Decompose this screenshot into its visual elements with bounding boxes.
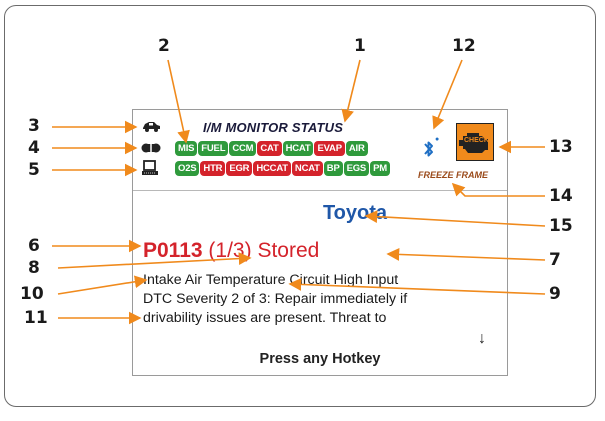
callout-arrow-15 (364, 210, 546, 227)
callout-7: 7 (549, 250, 561, 270)
description-line: DTC Severity 2 of 3: Repair immediately … (143, 291, 408, 307)
monitor-chip-o2s: O2S (175, 161, 200, 176)
callout-15: 15 (549, 216, 573, 236)
dtc-status: Stored (257, 239, 320, 262)
callout-arrow-2 (167, 59, 190, 144)
diagram-frame (4, 5, 596, 407)
callout-3: 3 (28, 116, 40, 136)
monitor-chip-pm: PM (370, 161, 390, 176)
monitor-status-title: I/M MONITOR STATUS (203, 120, 344, 135)
callout-arrow-12 (432, 59, 463, 130)
scroll-down-icon[interactable]: ↓ (478, 330, 486, 347)
callout-arrow-10 (57, 275, 148, 295)
dtc-code: P0113 (143, 239, 203, 262)
callout-14: 14 (549, 186, 573, 206)
monitor-chip-ccm: CCM (229, 141, 257, 156)
check-engine-icon (459, 133, 488, 153)
monitor-chip-hccat: HCCAT (253, 161, 291, 176)
callout-arrow-9 (288, 278, 546, 295)
callout-11: 11 (24, 308, 48, 328)
callout-5: 5 (28, 160, 40, 180)
callout-9: 9 (549, 284, 561, 304)
callout-8: 8 (28, 258, 40, 278)
callout-1: 1 (354, 36, 366, 56)
monitor-chip-fuel: FUEL (198, 141, 229, 156)
callout-13: 13 (549, 137, 573, 157)
callout-4: 4 (28, 138, 40, 158)
dtc-line: P0113 (1/3) Stored (143, 239, 319, 263)
monitor-chip-air: AIR (345, 141, 368, 156)
callout-arrow-7 (386, 248, 546, 261)
monitor-chip-htr: HTR (200, 161, 226, 176)
monitor-chip-bp: BP (323, 161, 343, 176)
callout-arrow-1 (341, 59, 361, 123)
bluetooth-dot: ● (435, 136, 440, 143)
callout-arrow-14 (451, 182, 545, 197)
computer-icon (142, 160, 158, 175)
check-label: CHECK (464, 137, 489, 144)
callout-6: 6 (28, 236, 40, 256)
callout-12: 12 (452, 36, 476, 56)
bluetooth-icon (424, 141, 433, 157)
monitor-chip-ncat: NCAT (291, 161, 323, 176)
check-engine-indicator: CHECK (456, 123, 494, 161)
description-line: Intake Air Temperature Circuit High Inpu… (143, 272, 399, 288)
callout-10: 10 (20, 284, 44, 304)
monitor-chip-egs: EGS (343, 161, 370, 176)
dtc-description: Intake Air Temperature Circuit High Inpu… (143, 271, 493, 328)
hotkey-prompt: Press any Hotkey (259, 351, 381, 367)
car-icon (143, 122, 160, 132)
monitor-chip-mis: MIS (175, 141, 198, 156)
description-line: drivability issues are present. Threat t… (143, 310, 387, 326)
freeze-frame-label: FREEZE FRAME (418, 170, 489, 180)
monitor-chip-evap: EVAP (314, 141, 345, 156)
monitor-chip-hcat: HCAT (282, 141, 314, 156)
callout-2: 2 (158, 36, 170, 56)
monitor-chip-cat: CAT (257, 141, 282, 156)
monitor-chip-egr: EGR (226, 161, 253, 176)
engine-icon (141, 142, 161, 154)
callout-arrow-8 (57, 252, 252, 269)
